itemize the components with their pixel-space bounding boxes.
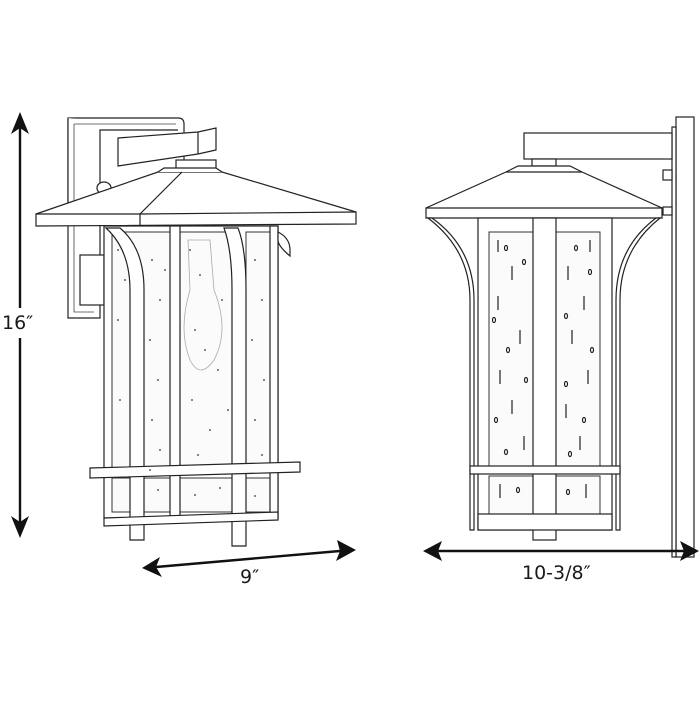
extension-dimension-arrow bbox=[423, 541, 699, 561]
front-lantern-drawing bbox=[35, 117, 357, 547]
rain-glass-pattern bbox=[491, 240, 595, 498]
height-dimension-label: 16″ bbox=[2, 308, 34, 338]
seeded-glass-dots bbox=[117, 249, 265, 497]
width-dimension-label: 9″ bbox=[240, 566, 260, 588]
extension-dimension-label: 10-3/8″ bbox=[522, 562, 591, 584]
side-lantern-drawing bbox=[425, 116, 695, 558]
width-dimension-arrow bbox=[142, 540, 356, 577]
